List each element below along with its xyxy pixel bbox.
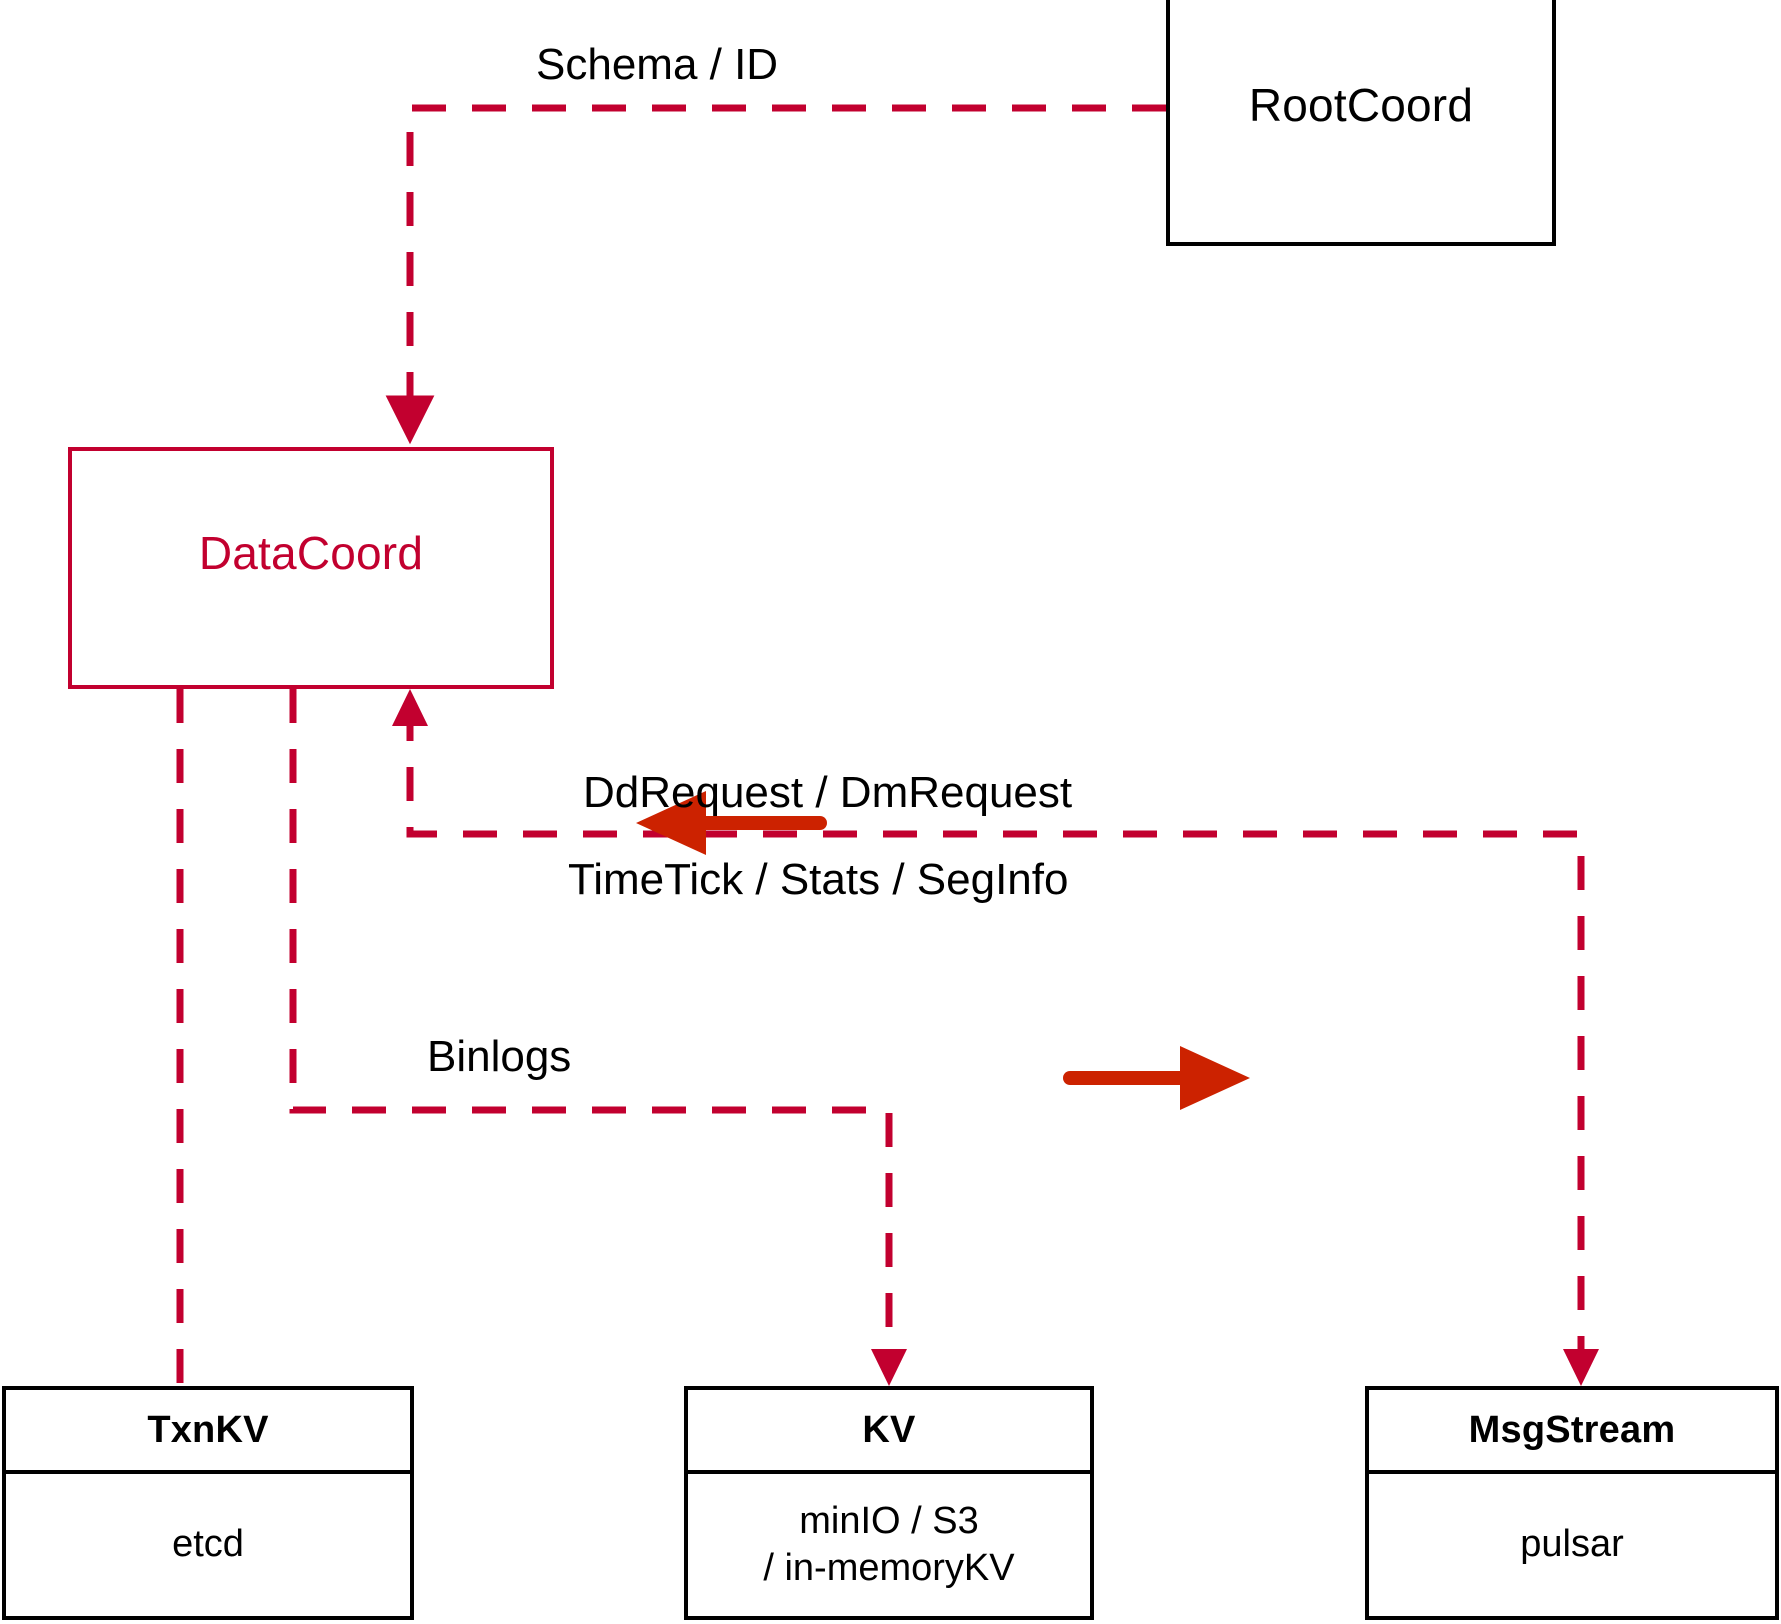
node-kv-body: minIO / S3 / in-memoryKV xyxy=(688,1474,1090,1616)
node-kv-subtitle: minIO / S3 / in-memoryKV xyxy=(763,1498,1014,1593)
node-txnkv-body: etcd xyxy=(6,1474,410,1616)
edge-label-timetick-stats-seginfo: TimeTick / Stats / SegInfo xyxy=(568,855,1069,904)
node-msgstream-subtitle: pulsar xyxy=(1520,1523,1624,1566)
node-kv[interactable]: KV minIO / S3 / in-memoryKV xyxy=(684,1386,1094,1620)
node-kv-header: KV xyxy=(688,1390,1090,1474)
node-txnkv-subtitle: etcd xyxy=(172,1523,244,1566)
node-msgstream-body: pulsar xyxy=(1369,1474,1775,1616)
edge-label-schema-id: Schema / ID xyxy=(536,40,779,89)
node-datacoord[interactable]: DataCoord xyxy=(68,447,554,689)
direction-arrow-left xyxy=(636,791,827,855)
node-txnkv[interactable]: TxnKV etcd xyxy=(2,1386,414,1620)
node-msgstream[interactable]: MsgStream pulsar xyxy=(1365,1386,1779,1620)
node-rootcoord[interactable]: RootCoord xyxy=(1166,0,1556,246)
edge-msgstream-datacoord xyxy=(392,689,1599,1386)
edge-binlogs xyxy=(289,689,907,1386)
node-kv-title: KV xyxy=(862,1408,916,1451)
edge-label-binlogs: Binlogs xyxy=(427,1032,572,1081)
edge-schema-id xyxy=(385,104,1166,445)
node-kv-subtitle-line1: minIO / S3 xyxy=(799,1499,979,1542)
node-kv-subtitle-line2: / in-memoryKV xyxy=(763,1547,1015,1589)
node-txnkv-title: TxnKV xyxy=(147,1408,269,1451)
node-txnkv-header: TxnKV xyxy=(6,1390,410,1474)
node-rootcoord-title: RootCoord xyxy=(1248,79,1474,131)
direction-arrow-right xyxy=(1063,1046,1250,1110)
node-msgstream-title: MsgStream xyxy=(1468,1408,1676,1451)
edge-label-ddrequest-dmrequest: DdRequest / DmRequest xyxy=(583,768,1073,817)
node-msgstream-header: MsgStream xyxy=(1369,1390,1775,1474)
node-datacoord-title: DataCoord xyxy=(198,527,424,579)
